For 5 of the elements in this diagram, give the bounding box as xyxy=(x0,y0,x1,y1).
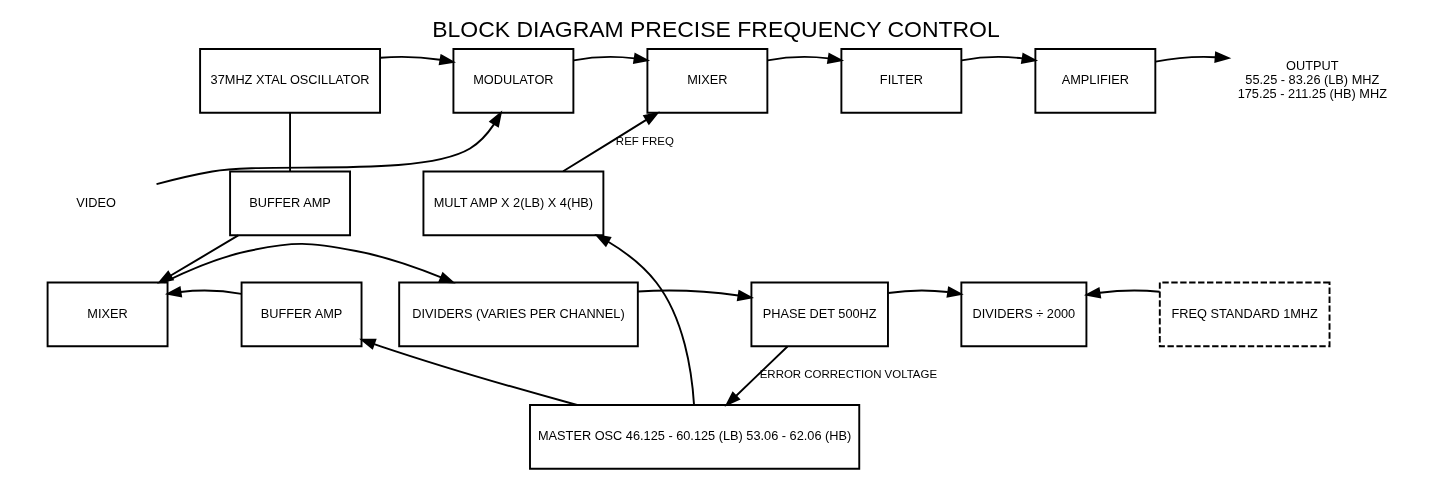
edge-label: ERROR CORRECTION VOLTAGE xyxy=(759,368,937,381)
node-text: OUTPUT 55.25 - 83.26 (LB) MHZ 175.25 - 211.25 (HB) MHZ xyxy=(1237,57,1387,102)
diagram-title: BLOCK DIAGRAM PRECISE FREQUENCY CONTROL xyxy=(431,15,1000,42)
edge-label: REF FREQ xyxy=(615,134,674,147)
node-text: VIDEO xyxy=(75,194,116,210)
